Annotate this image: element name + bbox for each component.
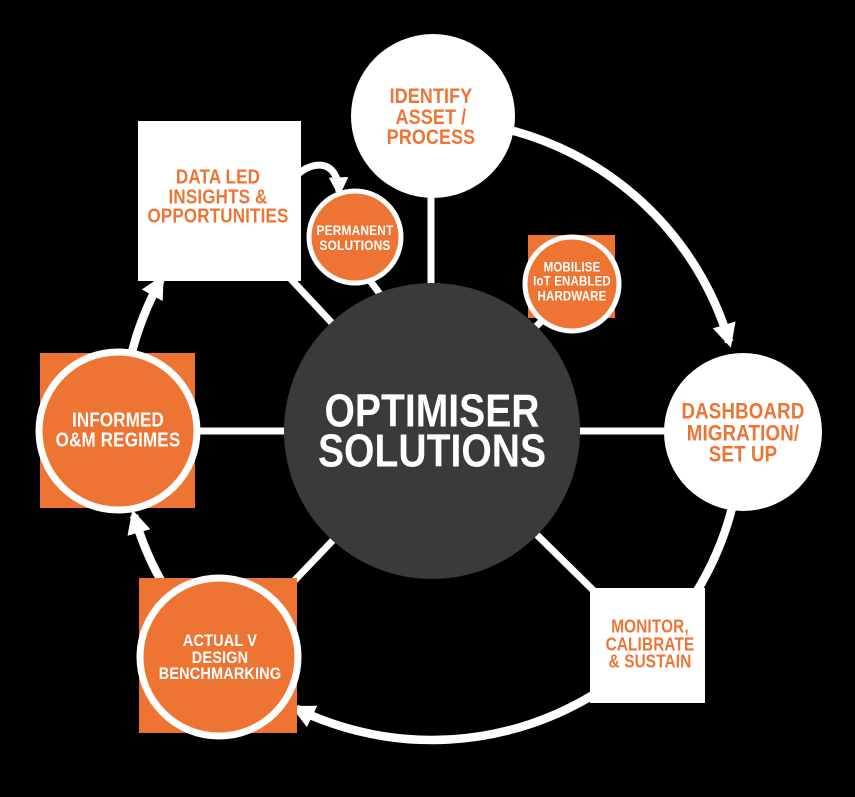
informed-label: INFORMED O&M REGIMES — [55, 409, 181, 451]
monitor-square — [590, 588, 705, 703]
connector-dashboard-to-monitor — [691, 498, 739, 597]
mobilise-label: MOBILISE IoT ENABLED HARDWARE — [533, 259, 611, 304]
arrow-monitor-to-actual — [290, 686, 604, 745]
dataled-square — [138, 121, 301, 281]
permanent-label: PERMANENT SOLUTIONS — [316, 222, 394, 253]
dashboard-circle — [664, 353, 822, 511]
monitor-label: MONITOR, CALIBRATE & SUSTAIN — [605, 616, 695, 672]
identify-label: IDENTIFY ASSET / PROCESS — [386, 85, 476, 150]
permanent-circle — [306, 188, 404, 286]
spoke-monitor — [531, 529, 598, 595]
dataled-label: DATA LED INSIGHTS & OPPORTUNITIES — [147, 166, 289, 228]
center-circle — [284, 283, 580, 579]
arrow-identify-to-dashboard — [495, 122, 736, 348]
spoke-actual — [291, 532, 341, 584]
actual-circle — [136, 574, 302, 740]
actual-label: ACTUAL V DESIGN BENCHMARKING — [158, 631, 282, 684]
arrow-informed-to-dataled — [125, 274, 165, 362]
mobilise-circle — [522, 234, 622, 334]
center-label: OPTIMISER SOLUTIONS — [317, 384, 547, 477]
spoke-dataled — [285, 273, 335, 326]
informed-circle — [35, 348, 201, 514]
dashboard-label: DASHBOARD MIGRATION/ SET UP — [681, 398, 805, 467]
identify-circle — [351, 34, 515, 198]
